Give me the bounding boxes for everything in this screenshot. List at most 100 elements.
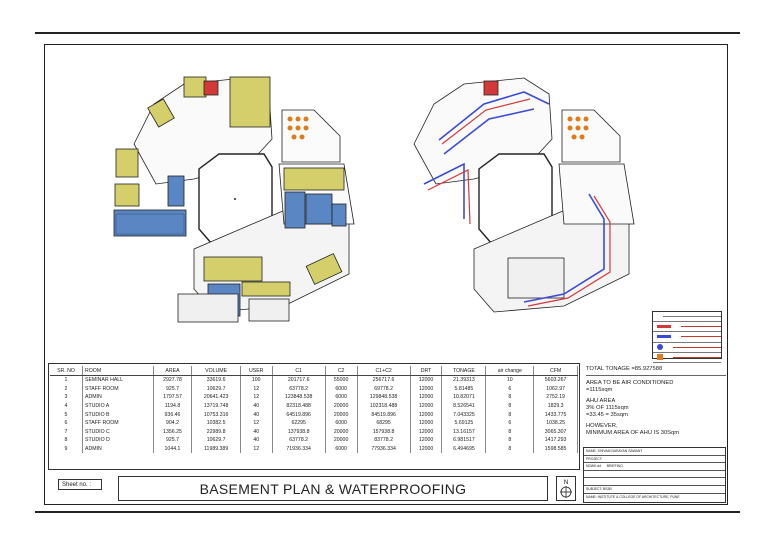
table-cell: 102318.488 [357,401,411,411]
table-cell: 904.2 [153,418,193,428]
table-cell: 12 [240,444,273,454]
table-cell: 13719.748 [191,401,241,411]
table-cell: 20641.423 [191,393,241,402]
title-block: NAME: SHIVAM NARAYAN SAWANT PROJECT: NDW… [583,447,726,503]
table-cell: 8.526541 [441,401,487,411]
table-cell: 69778.2 [357,384,411,394]
hvac-notes: TOTAL TONAGE =85.927588 AREA TO BE AIR C… [586,366,726,441]
table-header-row: SR. NO ROOM AREA VOLUME USER C1 C2 C1+C2… [50,366,578,376]
table-cell: 12 [240,384,273,394]
table-cell: 6000 [325,393,358,402]
table-cell: 40 [240,410,273,419]
table-cell: 8 [485,401,535,411]
table-cell: 925.7 [153,384,193,394]
table-cell: 20000 [325,401,358,411]
table-cell: 12000 [410,393,443,402]
table-cell: 137938.8 [272,427,326,437]
table-cell: 22989.8 [191,427,241,437]
col-header: ROOM [82,366,154,376]
table-cell: 12000 [410,410,443,419]
table-cell: 63778.2 [272,436,326,445]
table-cell: 7 [50,427,83,437]
table-cell: 5.69125 [441,418,487,428]
tb-drawn: NDWK.dd BRIEFING [584,463,725,471]
table-cell: 71936.334 [272,444,326,454]
table-cell: 100 [240,375,273,385]
col-header: C1+C2 [357,366,411,376]
table-cell: STUDIO C [82,427,154,437]
table-cell: 8 [485,393,535,402]
table-cell: 77936.334 [357,444,411,454]
table-cell: STUDIO D [82,436,154,445]
table-cell: 925.7 [153,436,193,445]
table-cell: 11989.389 [191,444,241,454]
left-plan [113,76,355,323]
table-cell: 201717.6 [272,375,326,385]
table-cell: 10753.316 [191,410,241,419]
top-rule [35,32,740,34]
tb-blank [584,478,725,486]
tb-college: NAME: INSTITUTE & COLLEGE OF ARCHITECTUR… [586,494,680,499]
tb-name: NAME: SHIVAM NARAYAN SAWANT [584,448,725,456]
col-header: VOLUME [191,366,241,376]
table-cell: ADMIN [82,393,154,402]
table-cell: 6.494695 [441,444,487,454]
table-cell: 1044.1 [153,444,193,454]
bottom-rule [35,511,740,513]
table-cell: 12000 [410,436,443,445]
table-cell: 1829.3 [533,401,578,411]
table-cell: 63778.2 [272,384,326,394]
floor-plans [113,76,635,323]
table-cell: 10.82071 [441,393,487,402]
table-cell: 936.46 [153,410,193,419]
table-cell: 3 [50,393,83,402]
table-cell: 5603.267 [533,375,578,385]
col-header: USER [240,366,273,376]
table-cell: 8 [50,436,83,445]
table-cell: 1433.775 [533,410,578,419]
table-cell: 13.16157 [441,427,487,437]
table-cell: 1797.57 [153,393,193,402]
table-cell: 12000 [410,375,443,385]
table-cell: 8 [485,427,535,437]
table-cell: 6 [485,384,535,394]
table-cell: STAFF ROOM [82,418,154,428]
table-cell: 6000 [325,384,358,394]
table-cell: 40 [240,436,273,445]
right-plan [413,77,635,313]
table-cell: 12000 [410,427,443,437]
hvac-load-table: SR. NO ROOM AREA VOLUME USER C1 C2 C1+C2… [50,366,578,454]
table-cell: 1194.8 [153,401,193,411]
col-header: AREA [153,366,193,376]
table-cell: 157938.8 [357,427,411,437]
table-cell: 10629.7 [191,384,241,394]
table-cell: 12000 [410,384,443,394]
table-cell: 20000 [325,436,358,445]
table-cell: 12000 [410,444,443,454]
tb-subject: SUBJECT: BS3B [584,486,725,494]
table-cell: 6 [50,418,83,428]
table-cell: 2 [50,384,83,394]
col-header: SR. NO [50,366,83,376]
table-cell: 10 [485,375,535,385]
table-cell: 1598.585 [533,444,578,454]
table-cell: 12 [240,418,273,428]
table-cell: 21.39313 [441,375,487,385]
table-cell: 64519.896 [272,410,326,419]
col-header: CFM [533,366,578,376]
table-cell: STAFF ROOM [82,384,154,394]
table-cell: 20000 [325,427,358,437]
col-header: C2 [325,366,358,376]
table-cell: 68295 [357,418,411,428]
table-cell: 6 [485,418,535,428]
total-tonage: TOTAL TONAGE =85.927588 [586,366,726,376]
table-cell: 3065.307 [533,427,578,437]
table-cell: 7.043325 [441,410,487,419]
sheet-number-box: Sheet no. : [58,479,102,490]
col-header: C1 [272,366,326,376]
